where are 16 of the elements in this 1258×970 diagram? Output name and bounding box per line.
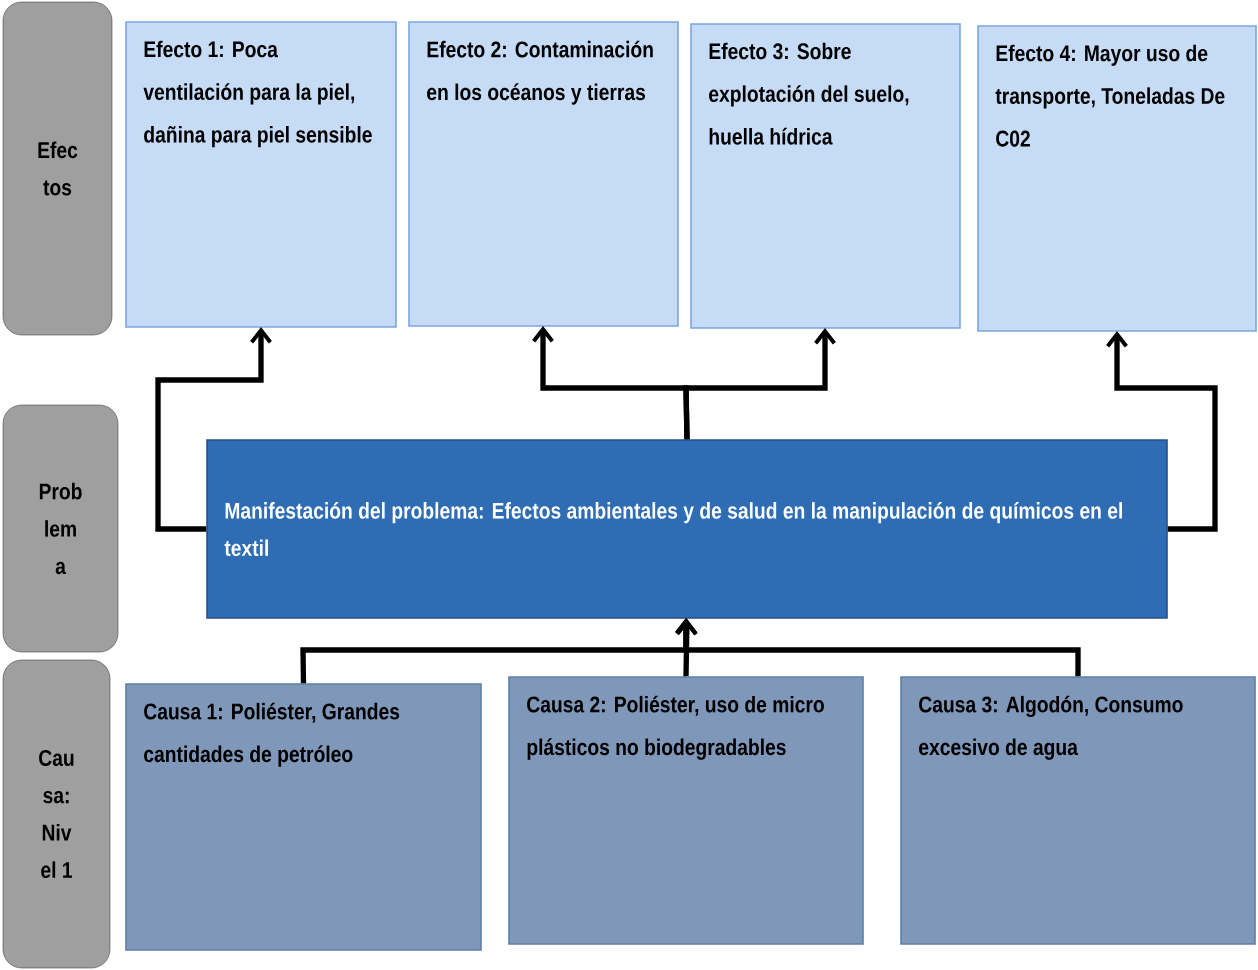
cause-box: Causa 2: Poliéster, uso de micro plásticos no biodegradables	[508, 676, 864, 945]
side-label: Cau sa: Niv el 1	[2, 659, 111, 969]
cause-box: Causa 1: Poliéster, Grandes cantidades de petróleo	[125, 683, 482, 951]
effect-box: Efecto 4: Mayor uso de transporte, Toneladas De C02	[977, 25, 1257, 332]
effect-box: Efecto 2: Contaminación en los océanos y tierras	[408, 21, 679, 327]
cause-box: Causa 3: Algodón, Consumo excesivo de agua	[900, 676, 1256, 945]
side-label: Efec tos	[2, 1, 113, 336]
arrow	[675, 618, 698, 677]
arrow	[675, 618, 1081, 677]
arrow	[683, 328, 836, 440]
effect-box: Efecto 1: Poca ventilación para la piel, dañina para piel sensible	[125, 21, 397, 328]
arrow	[1106, 331, 1218, 532]
side-label: Prob lem a	[2, 404, 119, 653]
effect-box: Efecto 3: Sobre explotación del suelo, huella hídrica	[690, 23, 961, 329]
problem-box: Manifestación del problema: Efectos ambientales y de salud en la manipulación de químicos en el textil	[206, 439, 1168, 619]
arrow	[155, 327, 272, 532]
